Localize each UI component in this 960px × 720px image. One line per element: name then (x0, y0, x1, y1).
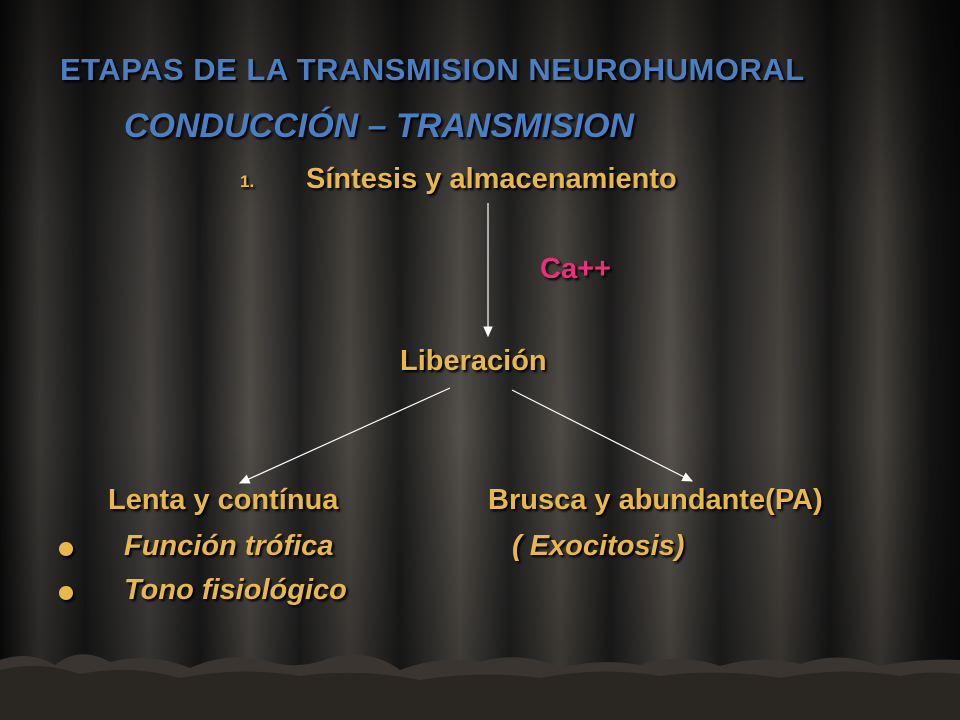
stage-floor (0, 654, 960, 720)
calcium-label: Ca++ (540, 253, 611, 285)
arrow-release-to-abrupt (511, 389, 694, 482)
release-label: Liberación (400, 345, 547, 377)
step-number: 1. (240, 172, 255, 191)
slide-subtitle: CONDUCCIÓN – TRANSMISION (124, 107, 635, 145)
list-item-trophic-function: Función trófica (124, 530, 334, 562)
slow-branch-label: Lenta y contínua (108, 484, 339, 516)
exocytosis-note: ( Exocitosis) (512, 530, 685, 562)
step-synthesis-label: Síntesis y almacenamiento (306, 163, 677, 195)
slide-title: ETAPAS DE LA TRANSMISION NEUROHUMORAL (60, 52, 805, 87)
abrupt-branch-label: Brusca y abundante(PA) (488, 484, 823, 516)
list-item-physiological-tone: Tono fisiológico (124, 574, 347, 606)
bullet-icon (59, 542, 73, 556)
arrow-release-to-slow (238, 387, 451, 484)
bullet-icon (59, 586, 73, 600)
